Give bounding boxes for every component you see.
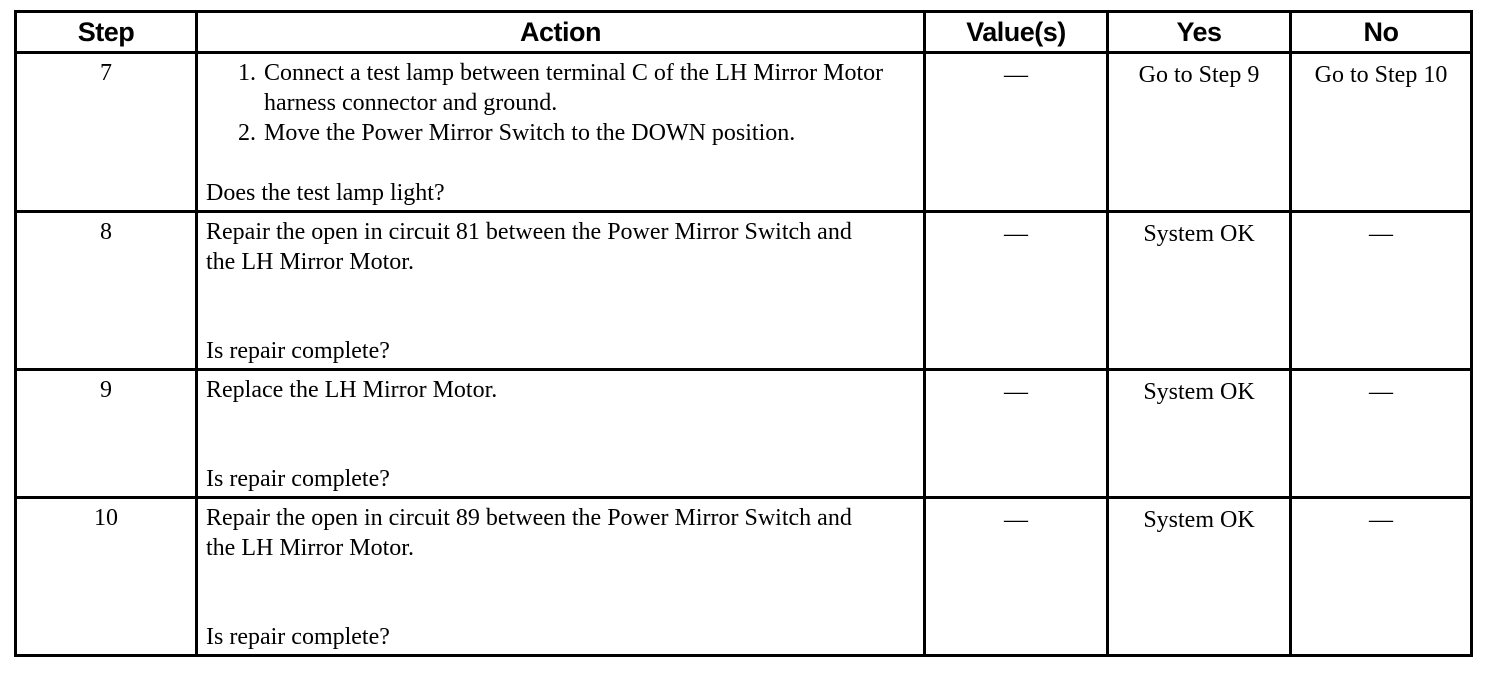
values-cell: — [923,496,1109,657]
action-text: Repair the open in circuit 81 between th… [206,219,852,275]
step-number: 7 [14,51,198,213]
no-cell: — [1289,496,1473,657]
yes-cell: System OK [1106,210,1292,371]
header-action: Action [195,10,926,54]
action-steps-list: Connect a test lamp between terminal C o… [206,58,915,148]
action-question: Is repair complete? [206,624,390,650]
table-row: 8 Repair the open in circuit 81 between … [14,210,1473,371]
values-cell: — [923,368,1109,499]
yes-cell: Go to Step 9 [1106,51,1292,213]
header-step: Step [14,10,198,54]
step-number: 9 [14,368,198,499]
action-question: Does the test lamp light? [206,180,445,206]
no-cell: Go to Step 10 [1289,51,1473,213]
values-cell: — [923,210,1109,371]
action-step-item: Connect a test lamp between terminal C o… [262,58,915,118]
header-row: Step Action Value(s) Yes No [14,10,1473,54]
yes-cell: System OK [1106,368,1292,499]
action-step-item: Move the Power Mirror Switch to the DOWN… [262,118,915,148]
action-cell: Repair the open in circuit 89 between th… [195,496,926,657]
step-number: 10 [14,496,198,657]
values-cell: — [923,51,1109,213]
table-row: 10 Repair the open in circuit 89 between… [14,496,1473,657]
action-question: Is repair complete? [206,466,390,492]
yes-cell: System OK [1106,496,1292,657]
action-cell: Connect a test lamp between terminal C o… [195,51,926,213]
table-row: 7 Connect a test lamp between terminal C… [14,51,1473,213]
diagnostic-table-wrapper: Step Action Value(s) Yes No 7 Connect a … [14,10,1473,657]
header-no: No [1289,10,1473,54]
action-text: Repair the open in circuit 89 between th… [206,505,852,561]
step-number: 8 [14,210,198,371]
header-values: Value(s) [923,10,1109,54]
diagnostic-table: Step Action Value(s) Yes No 7 Connect a … [14,10,1473,657]
action-text: Replace the LH Mirror Motor. [206,377,498,403]
no-cell: — [1289,210,1473,371]
header-yes: Yes [1106,10,1292,54]
action-cell: Repair the open in circuit 81 between th… [195,210,926,371]
no-cell: — [1289,368,1473,499]
action-cell: Replace the LH Mirror Motor. Is repair c… [195,368,926,499]
action-question: Is repair complete? [206,338,390,364]
table-row: 9 Replace the LH Mirror Motor. Is repair… [14,368,1473,499]
